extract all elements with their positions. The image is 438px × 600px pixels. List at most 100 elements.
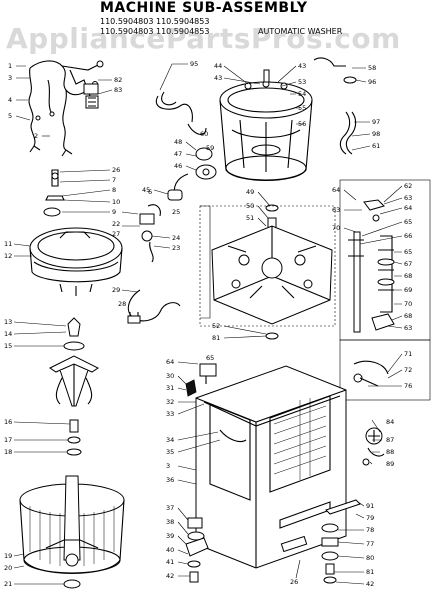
label-part-87: 87 bbox=[386, 436, 394, 444]
label-part-11: 11 bbox=[4, 240, 12, 248]
label-part-43b: 43 bbox=[298, 62, 306, 70]
label-part-20: 20 bbox=[4, 564, 12, 572]
label-part-9: 9 bbox=[112, 208, 116, 216]
label-part-63: 63 bbox=[404, 194, 412, 202]
label-part-44: 44 bbox=[214, 62, 222, 70]
inlet-hose-and-cord bbox=[127, 204, 181, 324]
label-part-65b: 65 bbox=[404, 248, 412, 256]
label-part-63c: 63 bbox=[332, 206, 340, 214]
label-part-54: 54 bbox=[298, 90, 306, 98]
label-part-36: 36 bbox=[166, 476, 174, 484]
transmission-base bbox=[199, 204, 336, 340]
label-part-64: 64 bbox=[404, 204, 412, 212]
diagram-title: MACHINE SUB-ASSEMBLY bbox=[100, 0, 308, 16]
part-labels: 1 3 4 5 2 82 83 26 7 8 10 9 11 12 22 27 … bbox=[4, 60, 412, 588]
label-part-70b: 70 bbox=[332, 224, 340, 232]
label-part-76: 76 bbox=[404, 382, 412, 390]
label-part-38: 38 bbox=[166, 518, 174, 526]
label-part-88: 88 bbox=[386, 448, 394, 456]
label-part-65: 65 bbox=[404, 218, 412, 226]
tub-ring bbox=[29, 227, 123, 296]
label-part-41: 41 bbox=[166, 558, 174, 566]
label-part-66: 66 bbox=[404, 232, 412, 240]
label-part-84: 84 bbox=[386, 418, 394, 426]
label-part-52: 52 bbox=[212, 322, 220, 330]
label-part-46: 46 bbox=[174, 162, 182, 170]
label-part-21: 21 bbox=[4, 580, 12, 588]
cabinet bbox=[185, 363, 361, 569]
label-part-23: 23 bbox=[172, 244, 180, 252]
label-part-25: 25 bbox=[172, 208, 180, 216]
label-part-35: 35 bbox=[166, 448, 174, 456]
label-part-29: 29 bbox=[112, 286, 120, 294]
label-part-63b: 63 bbox=[404, 324, 412, 332]
label-part-31: 31 bbox=[166, 384, 174, 392]
label-part-89: 89 bbox=[386, 460, 394, 468]
label-part-97: 97 bbox=[372, 118, 380, 126]
label-part-71: 71 bbox=[404, 350, 412, 358]
label-part-67: 67 bbox=[404, 260, 412, 268]
leader-lines bbox=[13, 63, 403, 585]
drain-hose bbox=[313, 57, 357, 155]
label-part-39: 39 bbox=[166, 532, 174, 540]
label-part-68b: 68 bbox=[404, 312, 412, 320]
label-part-95: 95 bbox=[190, 60, 198, 68]
label-part-64b: 64 bbox=[332, 186, 340, 194]
label-part-27: 27 bbox=[112, 230, 120, 238]
label-part-62: 62 bbox=[404, 182, 412, 190]
label-part-72: 72 bbox=[404, 366, 412, 374]
label-part-12: 12 bbox=[4, 252, 12, 260]
suspension-detail-box bbox=[339, 179, 431, 401]
label-part-6: 6 bbox=[148, 188, 152, 196]
label-part-61: 61 bbox=[372, 142, 380, 150]
label-part-77: 77 bbox=[366, 540, 374, 548]
label-part-80: 80 bbox=[366, 554, 374, 562]
label-part-4: 4 bbox=[8, 96, 12, 104]
model-numbers-line-1: 110.5904803 110.5904853 bbox=[100, 17, 210, 26]
label-part-42: 42 bbox=[166, 572, 174, 580]
pump-and-hoses bbox=[155, 91, 217, 201]
label-part-43: 43 bbox=[214, 74, 222, 82]
label-part-69: 69 bbox=[404, 286, 412, 294]
snubber-parts bbox=[362, 427, 385, 466]
leveling-legs bbox=[185, 517, 339, 584]
label-part-79: 79 bbox=[366, 514, 374, 522]
label-part-16: 16 bbox=[4, 418, 12, 426]
label-part-49: 49 bbox=[246, 188, 254, 196]
label-part-13: 13 bbox=[4, 318, 12, 326]
label-part-32: 32 bbox=[166, 398, 174, 406]
machine-type: AUTOMATIC WASHER bbox=[258, 27, 343, 36]
agitator-parts bbox=[19, 317, 125, 589]
label-part-78: 78 bbox=[366, 526, 374, 534]
label-part-60: 60 bbox=[200, 130, 208, 138]
label-part-34: 34 bbox=[166, 436, 174, 444]
label-part-30: 30 bbox=[166, 372, 174, 380]
label-part-65c: 65 bbox=[206, 354, 214, 362]
label-part-2: 2 bbox=[34, 132, 38, 140]
label-part-3b: 3 bbox=[166, 462, 170, 470]
label-part-82: 82 bbox=[114, 76, 122, 84]
wire-harness bbox=[28, 60, 104, 157]
label-part-81: 81 bbox=[212, 334, 220, 342]
label-part-58: 58 bbox=[368, 64, 376, 72]
label-part-14: 14 bbox=[4, 330, 12, 338]
label-part-96: 96 bbox=[368, 78, 376, 86]
label-part-37: 37 bbox=[166, 504, 174, 512]
label-part-15: 15 bbox=[4, 342, 12, 350]
label-part-59: 59 bbox=[206, 144, 214, 152]
label-part-1: 1 bbox=[8, 62, 12, 70]
label-part-17: 17 bbox=[4, 436, 12, 444]
label-part-48: 48 bbox=[174, 138, 182, 146]
label-part-10: 10 bbox=[112, 198, 120, 206]
label-part-28: 28 bbox=[118, 300, 126, 308]
label-part-50: 50 bbox=[246, 202, 254, 210]
label-part-45: 45 bbox=[142, 186, 150, 194]
label-part-83: 83 bbox=[114, 86, 122, 94]
label-part-22: 22 bbox=[112, 220, 120, 228]
label-part-26: 26 bbox=[112, 166, 120, 174]
label-part-47: 47 bbox=[174, 150, 182, 158]
label-part-70: 70 bbox=[404, 300, 412, 308]
label-part-53: 53 bbox=[298, 78, 306, 86]
label-part-24: 24 bbox=[172, 234, 180, 242]
